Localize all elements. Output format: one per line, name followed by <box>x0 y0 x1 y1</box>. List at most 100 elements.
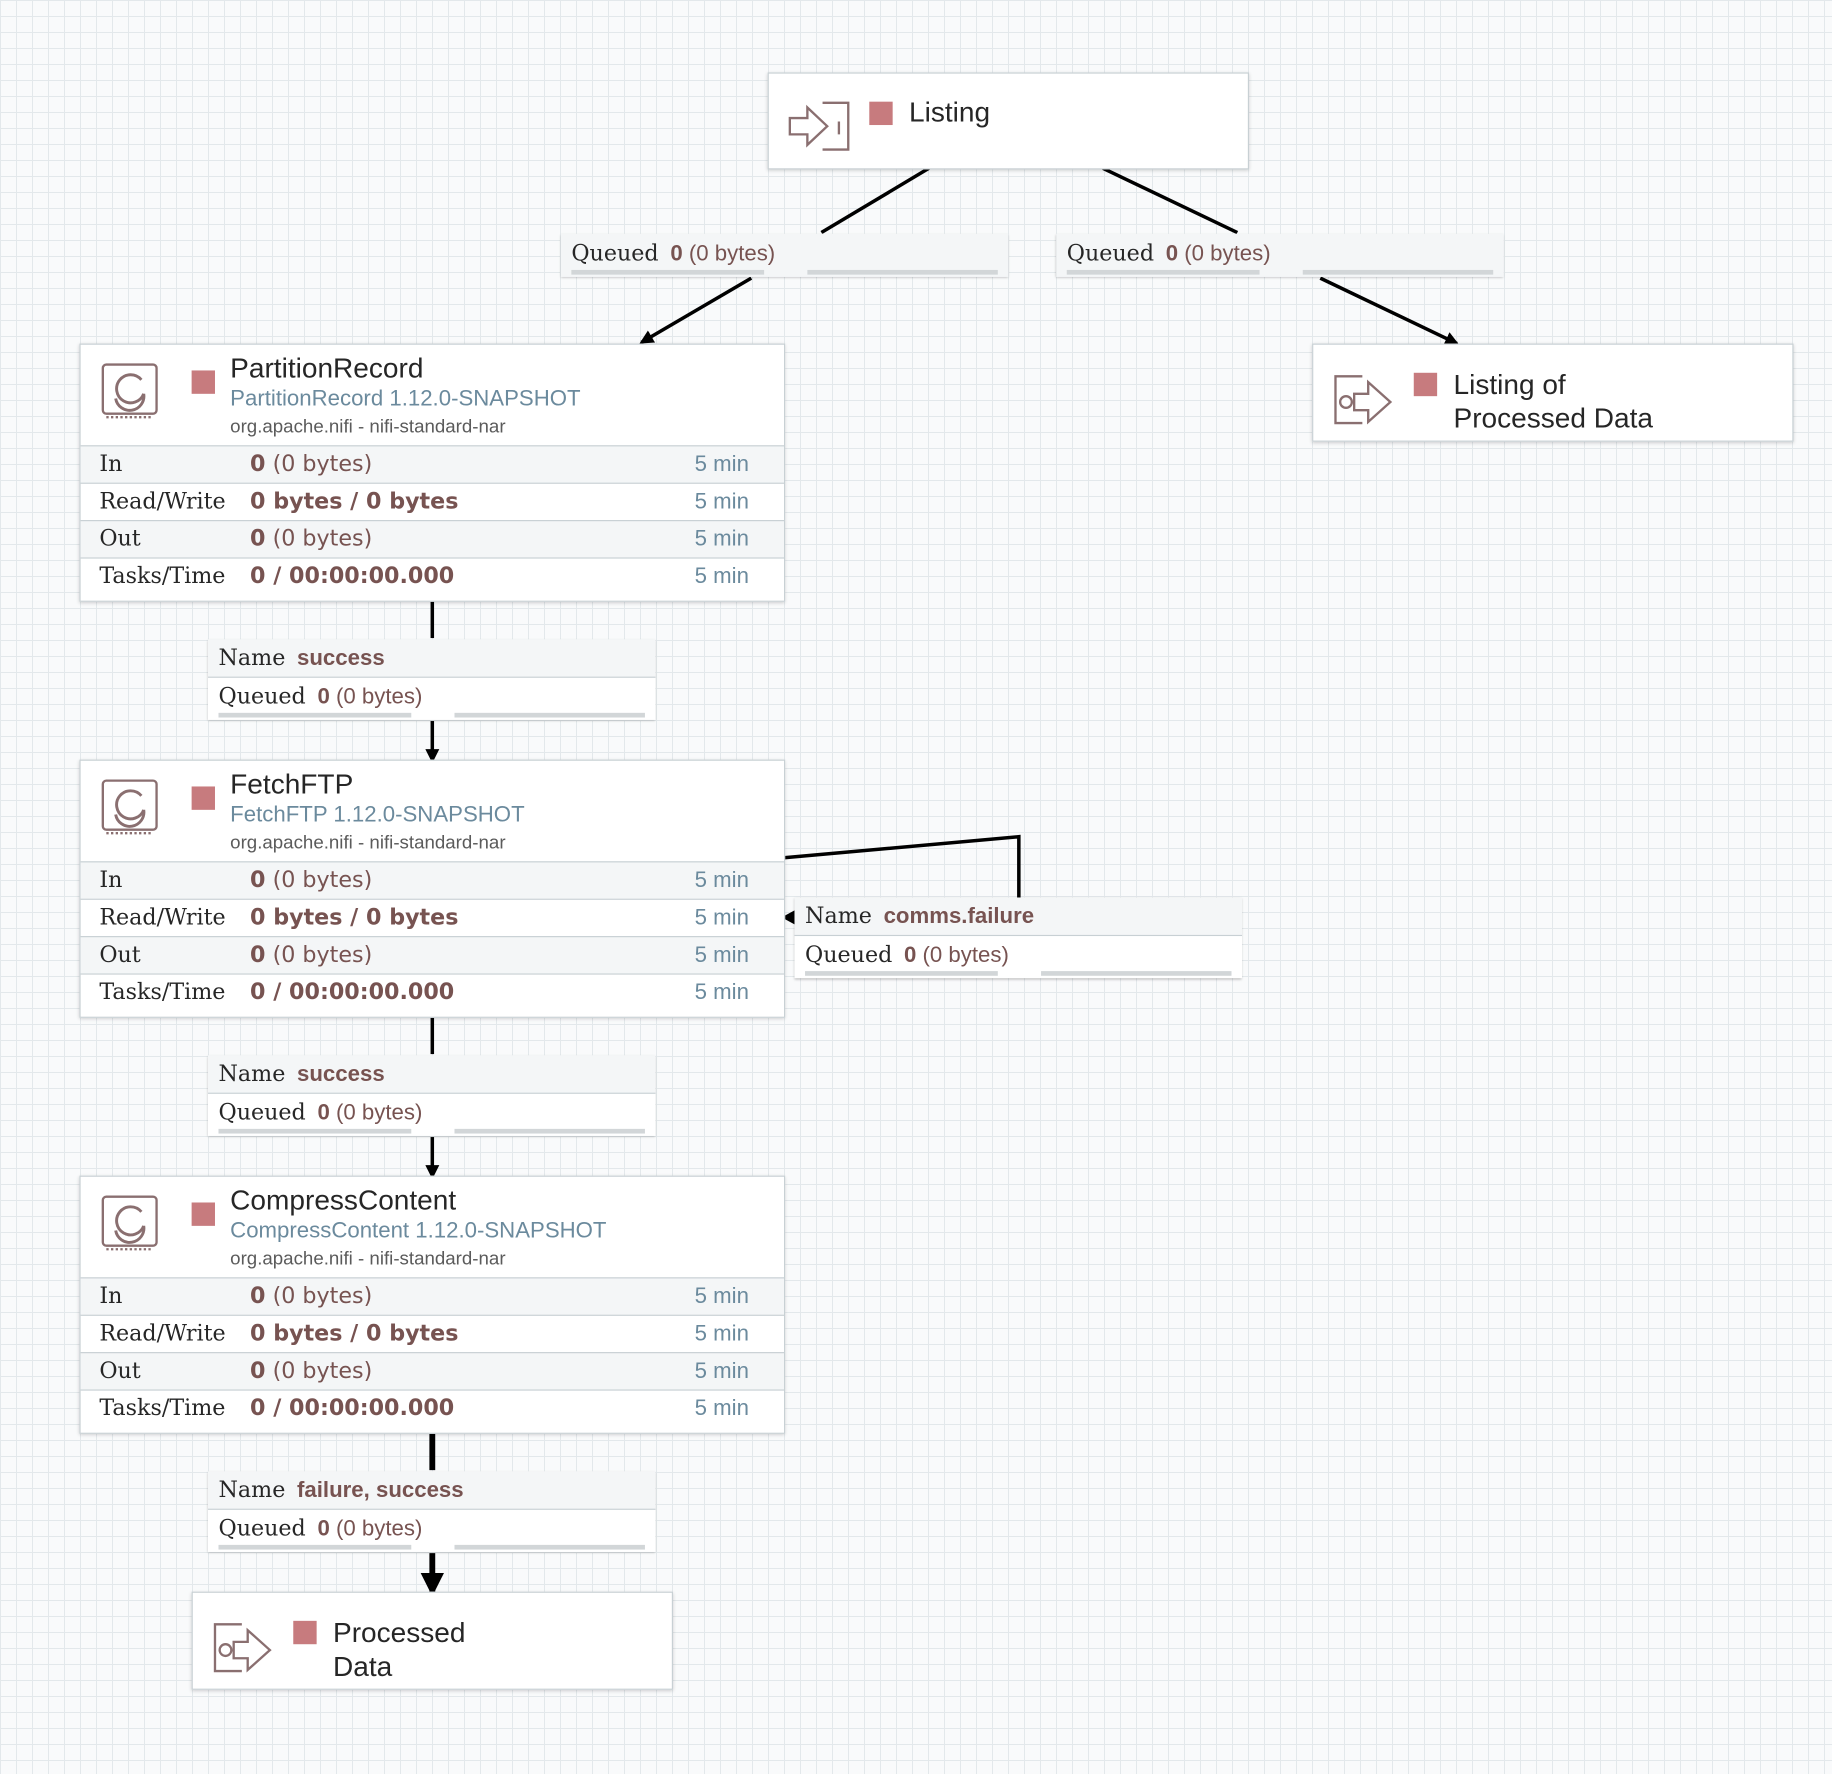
queued-count: 0 <box>317 1100 330 1126</box>
queue-bar-count <box>571 269 765 275</box>
processor-fetch-ftp[interactable]: FetchFTP FetchFTP 1.12.0-SNAPSHOT org.ap… <box>79 759 786 1018</box>
queued-key: Queued <box>218 1099 306 1126</box>
output-port-listing-of-processed-data[interactable]: Listing of Processed Data <box>1312 343 1794 442</box>
connection-line-listing-partition-b[interactable] <box>639 276 753 344</box>
stat-row-in: In 0 (0 bytes) 5 min <box>80 1277 784 1315</box>
connection-queued-row: Queued 0 (0 bytes) <box>207 676 656 720</box>
name-key: Name <box>805 903 872 930</box>
stat-label: Out <box>99 1357 141 1384</box>
stat-count: 0 <box>250 451 266 477</box>
processor-partition-record[interactable]: PartitionRecord PartitionRecord 1.12.0-S… <box>79 343 786 602</box>
stat-row-tasks: Tasks/Time 0 / 00:00:00.000 5 min <box>80 557 784 594</box>
output-port-processed-data[interactable]: Processed Data <box>191 1591 673 1690</box>
stat-label: Out <box>99 525 141 552</box>
stat-value: 0 (0 bytes) <box>250 1278 372 1314</box>
connection-queued-row: Queued 0 (0 bytes) <box>207 1508 656 1552</box>
stat-value: 0 / 00:00:00.000 <box>250 975 454 1011</box>
processor-type: CompressContent 1.12.0-SNAPSHOT <box>230 1218 607 1244</box>
queued-key: Queued <box>218 1515 306 1542</box>
queue-bar-size <box>807 269 998 275</box>
stat-label: Read/Write <box>99 904 226 931</box>
stat-row-tasks: Tasks/Time 0 / 00:00:00.000 5 min <box>80 1389 784 1426</box>
stat-row-out: Out 0 (0 bytes) 5 min <box>80 1352 784 1390</box>
stat-value: 0 (0 bytes) <box>250 937 372 973</box>
stat-value: 0 (0 bytes) <box>250 446 372 482</box>
port-name-line-1: Listing of <box>1453 369 1566 401</box>
queued-value: 0 (0 bytes) <box>904 943 1009 968</box>
queued-size: (0 bytes) <box>688 241 776 267</box>
port-name-line-1: Processed <box>332 1617 466 1649</box>
port-name-line-2: Data <box>332 1651 393 1683</box>
queued-count: 0 <box>1165 241 1179 267</box>
queued-value: 0 (0 bytes) <box>1166 242 1271 267</box>
stat-time: 5 min <box>694 943 749 968</box>
stat-size: (0 bytes) <box>272 1357 373 1384</box>
stat-time: 5 min <box>694 905 749 931</box>
stat-time: 5 min <box>694 1284 749 1309</box>
stat-count: 0 <box>250 1357 266 1384</box>
stat-time: 5 min <box>694 1396 749 1422</box>
queue-bar-size <box>454 1544 645 1550</box>
processor-name: PartitionRecord <box>230 352 424 385</box>
stat-label: Tasks/Time <box>99 1395 226 1422</box>
connection-line-listing-partition-a[interactable] <box>820 166 930 235</box>
stat-time: 5 min <box>694 868 749 893</box>
processor-stats: In 0 (0 bytes) 5 min Read/Write 0 bytes … <box>80 861 784 1011</box>
queue-bar-count <box>805 971 998 976</box>
queued-count: 0 <box>317 684 330 710</box>
queued-size: (0 bytes) <box>1184 241 1271 267</box>
stat-rw: 0 bytes / 0 bytes <box>250 904 459 931</box>
queued-value: 0 (0 bytes) <box>317 1517 422 1542</box>
stat-size: (0 bytes) <box>272 867 373 893</box>
queued-key: Queued <box>218 683 306 710</box>
processor-bundle: org.apache.nifi - nifi-standard-nar <box>230 417 506 438</box>
queued-key: Queued <box>805 941 893 968</box>
stat-tasks: 0 / 00:00:00.000 <box>250 563 455 589</box>
stat-time: 5 min <box>694 564 749 589</box>
connection-line-listing-output-a[interactable] <box>1102 166 1239 235</box>
name-key: Name <box>218 1477 286 1503</box>
name-key: Name <box>218 1061 286 1087</box>
connection-queued-row: Queued 0 (0 bytes) <box>207 1092 656 1136</box>
queued-size: (0 bytes) <box>335 684 423 710</box>
output-port-icon <box>1332 373 1395 433</box>
stat-value: 0 bytes / 0 bytes <box>250 1316 458 1352</box>
selfloop-arrowhead <box>781 910 795 925</box>
stat-value: 0 (0 bytes) <box>250 1353 372 1389</box>
stat-rw: 0 bytes / 0 bytes <box>250 1320 459 1347</box>
stat-time: 5 min <box>694 452 749 477</box>
stat-value: 0 (0 bytes) <box>250 521 372 557</box>
stat-size: (0 bytes) <box>272 941 373 968</box>
stopped-icon <box>1413 372 1438 397</box>
stat-row-read-write: Read/Write 0 bytes / 0 bytes 5 min <box>80 482 784 520</box>
queue-bar-count <box>1066 269 1260 275</box>
connection-line-listing-output-b[interactable] <box>1319 276 1460 346</box>
input-port-listing[interactable]: Listing <box>767 72 1250 170</box>
stat-size: (0 bytes) <box>272 525 373 552</box>
stat-tasks: 0 / 00:00:00.000 <box>250 1395 455 1422</box>
queue-bar-size <box>454 712 645 718</box>
processor-stats: In 0 (0 bytes) 5 min Read/Write 0 bytes … <box>80 445 784 595</box>
connection-line-fetch-selfloop[interactable] <box>783 834 1021 898</box>
queued-size: (0 bytes) <box>335 1100 423 1126</box>
stat-label: Read/Write <box>99 1320 226 1347</box>
queued-value: 0 (0 bytes) <box>670 242 775 267</box>
stat-time: 5 min <box>694 1321 749 1347</box>
stat-time: 5 min <box>694 527 749 552</box>
port-name-line-2: Processed Data <box>1453 403 1654 435</box>
stat-row-read-write: Read/Write 0 bytes / 0 bytes 5 min <box>80 1314 784 1352</box>
processor-compress-content[interactable]: CompressContent CompressContent 1.12.0-S… <box>79 1175 786 1434</box>
queue-bar-size <box>1041 971 1232 976</box>
output-port-icon <box>211 1621 274 1681</box>
stopped-icon <box>293 1620 317 1645</box>
